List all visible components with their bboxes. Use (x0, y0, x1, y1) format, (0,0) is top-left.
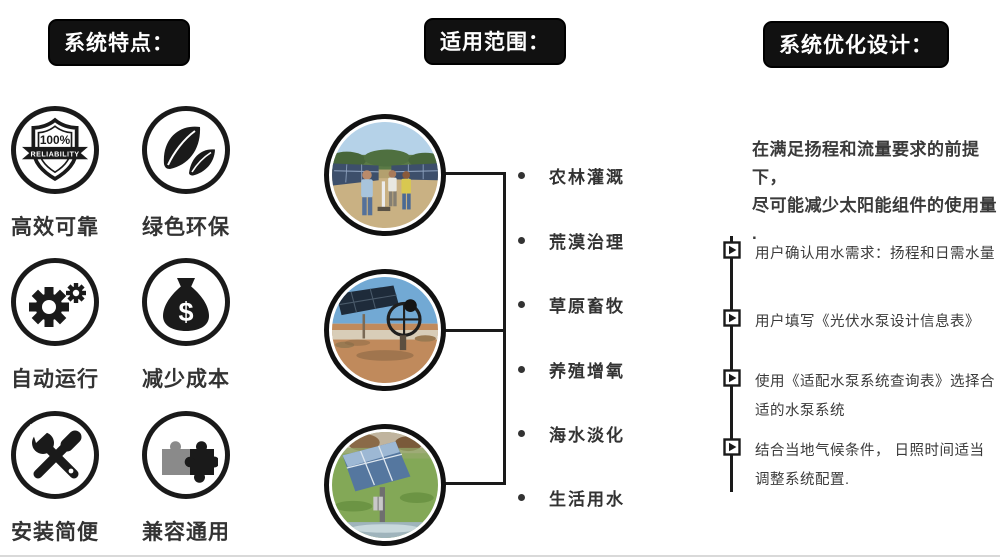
intro-line-2: 尽可能减少太阳能组件的使用量 . (752, 196, 997, 243)
application-list-item: 养殖增氧 (518, 357, 625, 381)
play-step-icon (723, 309, 741, 327)
puzzle-icon (142, 411, 230, 499)
connector-vertical-line (503, 172, 506, 485)
step-text: 使用《适配水泵系统查询表》选择合适的水泵系统 (755, 374, 995, 419)
steps-timeline-line (730, 236, 733, 492)
application-list-item: 农林灌溉 (518, 163, 625, 187)
applications-header: 适用范围： (424, 18, 566, 65)
step-text: 用户填写《光伏水泵设计信息表》 (755, 314, 980, 330)
feature-item-cost: $ 减少成本 (140, 258, 232, 391)
svg-text:RELIABILITY: RELIABILITY (31, 150, 80, 159)
application-list-item: 海水淡化 (518, 421, 625, 445)
play-step-icon (723, 438, 741, 456)
bullet-icon (518, 300, 525, 308)
application-list-item: 草原畜牧 (518, 292, 625, 316)
bullet-icon (518, 236, 525, 244)
bullet-icon (518, 429, 525, 437)
feature-item-auto: 自动运行 (9, 258, 101, 391)
feature-label: 自动运行 (11, 368, 99, 391)
connector-stub-1 (444, 172, 506, 175)
intro-line-1: 在满足扬程和流量要求的前提下， (752, 140, 980, 187)
feature-label: 高效可靠 (11, 216, 99, 239)
svg-text:100%: 100% (40, 133, 71, 147)
play-step-icon (723, 241, 741, 259)
features-header: 系统特点： (48, 19, 190, 66)
step-item-2: 用户填写《光伏水泵设计信息表》 (723, 308, 997, 337)
feature-item-eco: 绿色环保 (140, 106, 232, 239)
feature-item-reliable: 100% RELIABILITY 高效可靠 (9, 106, 101, 239)
step-text: 结合当地气候条件， 日照时间适当调整系统配置. (755, 443, 985, 488)
reliability-shield-icon: 100% RELIABILITY (11, 106, 99, 194)
step-item-3: 使用《适配水泵系统查询表》选择合适的水泵系统 (723, 368, 997, 426)
leaves-icon (142, 106, 230, 194)
application-list-item: 荒漠治理 (518, 228, 625, 252)
feature-item-compatible: 兼容通用 (140, 411, 232, 544)
money-bag-icon: $ (142, 258, 230, 346)
play-step-icon (723, 369, 741, 387)
connector-stub-2 (444, 329, 506, 332)
application-photo-irrigation (324, 114, 446, 236)
connector-stub-3 (444, 482, 506, 485)
feature-label: 安装简便 (11, 521, 99, 544)
optimization-header: 系统优化设计： (763, 21, 949, 68)
bullet-icon (518, 493, 525, 501)
feature-item-install: 安装简便 (9, 411, 101, 544)
step-text: 用户确认用水需求：扬程和日需水量 (755, 246, 995, 262)
feature-label: 绿色环保 (142, 216, 230, 239)
application-photo-pasture (324, 424, 446, 546)
application-list-item: 生活用水 (518, 485, 625, 509)
bottom-divider (0, 555, 1000, 557)
svg-text:$: $ (178, 297, 193, 327)
tools-icon (11, 411, 99, 499)
feature-label: 减少成本 (142, 368, 230, 391)
optimization-intro: 在满足扬程和流量要求的前提下， 尽可能减少太阳能组件的使用量 . (752, 136, 1000, 248)
bullet-icon (518, 365, 525, 373)
feature-label: 兼容通用 (142, 521, 230, 544)
bullet-icon (518, 171, 525, 179)
step-item-1: 用户确认用水需求：扬程和日需水量 (723, 240, 997, 269)
gears-icon (11, 258, 99, 346)
application-photo-desert (324, 269, 446, 391)
step-item-4: 结合当地气候条件， 日照时间适当调整系统配置. (723, 437, 997, 495)
